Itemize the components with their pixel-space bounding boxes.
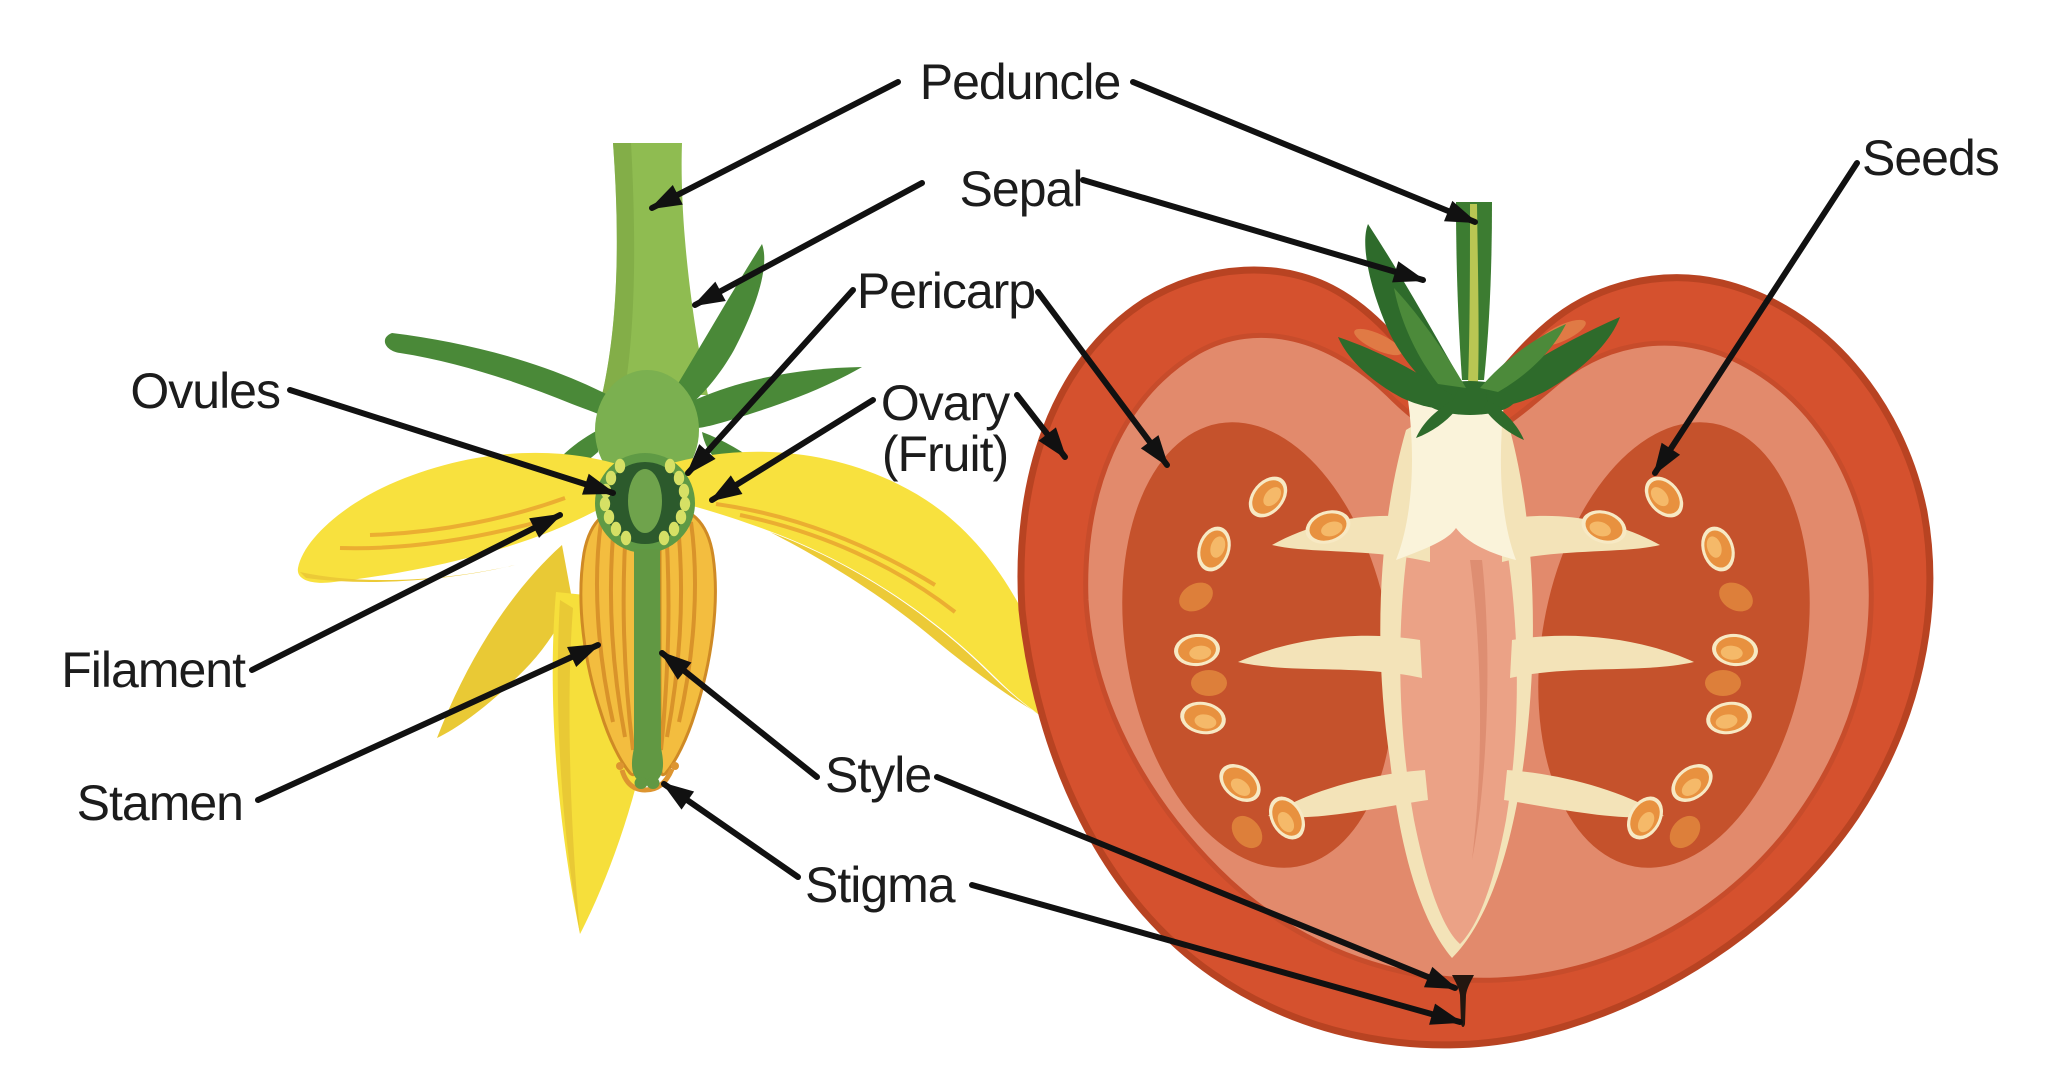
arrow-sepal-to-tomato [1080,177,1426,283]
seed [1644,476,1684,518]
seed [1706,701,1752,735]
petal-right-shade [770,532,1066,728]
seed [1268,796,1306,840]
arrow-style-to-tomato [934,774,1458,991]
arrow-stamen [255,642,601,803]
arrow-ovules [287,387,616,496]
label-style: Style [825,747,931,803]
seed [1180,701,1226,735]
seed [1712,633,1758,667]
arrow-pericarp-to-flower [685,287,856,476]
arrow-pericarp-to-tomato [1035,289,1170,468]
label-filament: Filament [61,642,246,698]
label-seeds: Seeds [1862,130,1999,186]
petal-bottom-shade [557,600,580,934]
flower-petals [297,451,1066,934]
seed [1174,633,1220,667]
placenta-arms [1238,515,1694,818]
arrow-seeds [1652,160,1860,476]
petal-lower-left [437,545,572,738]
arrow-ovary-to-tomato [1014,392,1068,460]
seed [1581,510,1627,544]
flower-ovary [595,453,695,553]
label-stigma: Stigma [805,857,956,913]
seed [1701,526,1735,572]
seed [1219,764,1261,802]
label-ovary-line1: Ovary [881,375,1010,431]
flower-stem-shade [602,143,635,395]
label-ovules: Ovules [130,363,280,419]
arrow-peduncle-to-tomato [1130,79,1478,225]
petal-left [297,452,640,583]
anther-fringe [619,767,675,793]
tomato-illustration [1017,202,1934,1049]
petal-left-shade [300,565,515,582]
seed [1671,764,1713,802]
blossom-end-spike [1452,975,1474,1027]
leader-arrows [249,79,1860,1025]
ovary-septum [628,469,662,533]
label-stamen: Stamen [77,775,243,831]
arrow-filament [249,512,563,673]
flower-stigma [634,777,660,789]
flower-illustration [297,143,1066,934]
label-sepal: Sepal [960,161,1083,217]
flower-stamens [579,505,717,793]
label-peduncle: Peduncle [920,54,1121,110]
columella-pink [1400,506,1517,944]
arrow-style-to-flower [659,650,820,780]
seed [1305,510,1351,544]
arrow-peduncle-to-flower [649,79,901,211]
seed [1626,796,1664,840]
arrow-stigma-to-tomato [969,882,1463,1025]
label-ovary-line2: (Fruit) [882,426,1008,482]
calyx-sliver-left [1354,328,1402,356]
seed [1197,526,1231,572]
arrow-sepal-to-flower [692,180,925,308]
labels: Peduncle Sepal Pericarp Ovary (Fruit) Ov… [61,54,2000,913]
flower-style [631,549,664,781]
arrow-ovary-to-flower [709,397,876,503]
tomato-seeds [1174,476,1758,849]
label-pericarp: Pericarp [857,263,1035,319]
seed-bumps [1179,582,1753,849]
columella-shadow [1470,560,1488,860]
arrow-stigma-to-flower [661,781,801,880]
seed [1248,476,1288,518]
tomato-peduncle-stem [1456,202,1492,408]
